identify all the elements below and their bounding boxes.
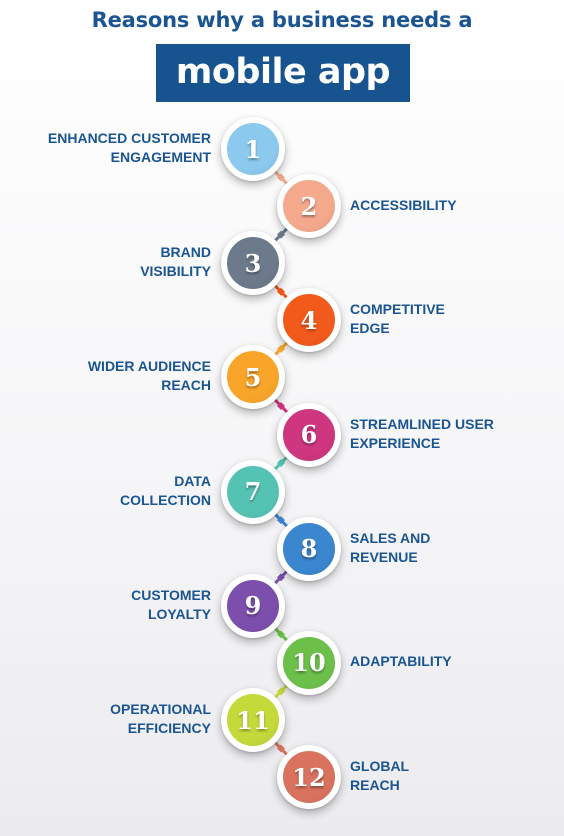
- step-circle-7: 7: [221, 459, 285, 524]
- connector-diamond-11: [277, 744, 285, 753]
- step-label-line: ADAPTABILITY: [350, 653, 452, 670]
- step-circle-1: 1: [221, 117, 285, 181]
- title-highlight-box: mobile app: [156, 44, 410, 102]
- step-circle-12: 12: [277, 745, 341, 810]
- step-circle-2: 2: [277, 174, 341, 239]
- step-circle-6: 6: [277, 402, 341, 467]
- step-label-line: LOYALTY: [147, 605, 211, 622]
- step-label-line: SALES AND: [350, 529, 431, 546]
- step-label-6: STREAMLINED USER EXPERIENCE: [350, 415, 494, 453]
- step-label-12: GLOBAL REACH: [350, 757, 409, 795]
- step-label-line: REACH: [161, 377, 211, 394]
- step-label-3: BRAND VISIBILITY: [140, 243, 211, 281]
- step-label-line: CUSTOMER: [131, 586, 211, 603]
- connector-diamond-4: [277, 344, 285, 353]
- title-line: Reasons why a business needs a: [91, 8, 473, 32]
- connector-diamond-9: [277, 630, 285, 639]
- step-label-line: OPERATIONAL: [110, 701, 211, 717]
- step-label-8: SALES AND REVENUE: [350, 529, 430, 567]
- step-label-line: REACH: [350, 777, 400, 794]
- step-circle-10: 10: [277, 630, 341, 695]
- step-label-line: GLOBAL: [350, 758, 410, 775]
- connector-diamond-2: [277, 230, 285, 239]
- step-label-line: EFFICIENCY: [127, 720, 211, 736]
- step-label-line: ENHANCED CUSTOMER: [47, 130, 211, 146]
- connector-diamond-3: [277, 287, 285, 296]
- step-label-line: EDGE: [350, 320, 390, 337]
- step-label-10: ADAPTABILITY: [350, 652, 452, 671]
- step-circle-8: 8: [277, 516, 341, 581]
- connector-diamond-6: [277, 459, 285, 468]
- step-label-5: WIDER AUDIENCE REACH: [88, 357, 211, 395]
- step-circle-3: 3: [221, 231, 285, 296]
- step-label-11: OPERATIONAL EFFICIENCY: [110, 700, 211, 738]
- step-circle-9: 9: [221, 573, 285, 638]
- step-label-line: WIDER AUDIENCE: [87, 358, 211, 375]
- step-circle-5: 5: [221, 345, 285, 410]
- step-label-line: VISIBILITY: [140, 263, 211, 280]
- step-circle-4: 4: [277, 288, 341, 353]
- step-label-2: ACCESSIBILITY: [350, 196, 457, 215]
- connector-diamond-5: [277, 401, 285, 410]
- step-label-7: DATA COLLECTION: [120, 472, 211, 510]
- step-label-9: CUSTOMER LOYALTY: [131, 586, 211, 624]
- step-label-line: COLLECTION: [120, 491, 211, 508]
- connector-diamond-1: [277, 173, 285, 182]
- step-label-line: STREAMLINED USER: [350, 415, 494, 432]
- step-label-line: BRAND: [160, 244, 211, 261]
- step-label-line: REVENUE: [350, 548, 418, 565]
- step-label-4: COMPETITIVE EDGE: [350, 300, 445, 338]
- connector-diamond-8: [277, 573, 285, 582]
- step-label-line: EXPERIENCE: [350, 434, 441, 451]
- connector-diamond-7: [277, 516, 285, 525]
- step-circle-11: 11: [221, 688, 285, 752]
- step-label-line: ENGAGEMENT: [110, 149, 211, 165]
- connector-diamond-10: [277, 687, 285, 696]
- step-label-1: ENHANCED CUSTOMER ENGAGEMENT: [48, 129, 211, 167]
- step-label-line: COMPETITIVE: [350, 301, 445, 318]
- step-label-line: DATA: [174, 472, 211, 489]
- step-label-line: ACCESSIBILITY: [350, 196, 457, 213]
